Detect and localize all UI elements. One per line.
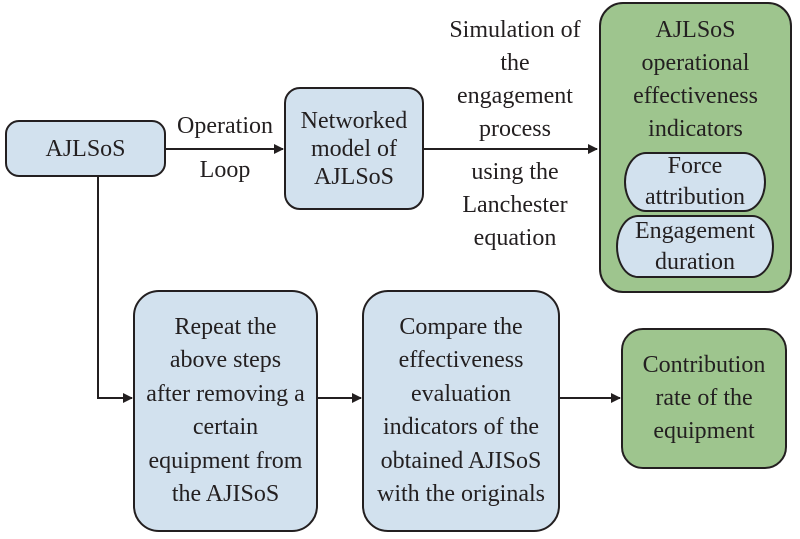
node-contribution: Contribution rate of the equipment — [621, 328, 787, 469]
node-repeat-steps: Repeat the above steps after removing a … — [133, 290, 318, 532]
node-repeat-steps-label: Repeat the above steps after removing a … — [146, 313, 305, 508]
node-compare: Compare the effectiveness evaluation ind… — [362, 290, 560, 532]
edge-label-simulation-text: Simulation of the engagement process — [449, 17, 581, 142]
edge-label-operation: Operation — [166, 112, 284, 140]
node-ajlsos-label: AJLSoS — [45, 135, 126, 162]
node-indicators: AJLSoS operational effectiveness indicat… — [599, 2, 792, 293]
node-networked-model: Networked model of AJLSoS — [284, 87, 424, 210]
edge-label-lanchester-text: using the Lanchester equation — [462, 159, 568, 251]
node-compare-label: Compare the effectiveness evaluation ind… — [377, 313, 545, 508]
edge-label-operation-text: Operation — [177, 113, 273, 139]
edge-label-loop-text: Loop — [199, 157, 251, 183]
node-contribution-label: Contribution rate of the equipment — [642, 352, 766, 444]
indicator-item-engagement-duration-label: Engagement duration — [635, 217, 755, 275]
node-ajlsos: AJLSoS — [5, 120, 166, 177]
node-networked-model-label: Networked model of AJLSoS — [300, 107, 408, 190]
edge-label-simulation: Simulation of the engagement process — [440, 14, 590, 146]
edge-ajlsos-to-repeat — [97, 176, 133, 403]
indicator-item-engagement-duration: Engagement duration — [616, 215, 774, 278]
edge-label-loop: Loop — [166, 156, 284, 184]
indicator-item-force-attribution: Force attribution — [624, 152, 766, 212]
node-indicators-label: AJLSoS operational effectiveness indicat… — [633, 17, 758, 142]
indicator-item-force-attribution-label: Force attribution — [645, 153, 745, 210]
edge-label-lanchester: using the Lanchester equation — [440, 156, 590, 255]
